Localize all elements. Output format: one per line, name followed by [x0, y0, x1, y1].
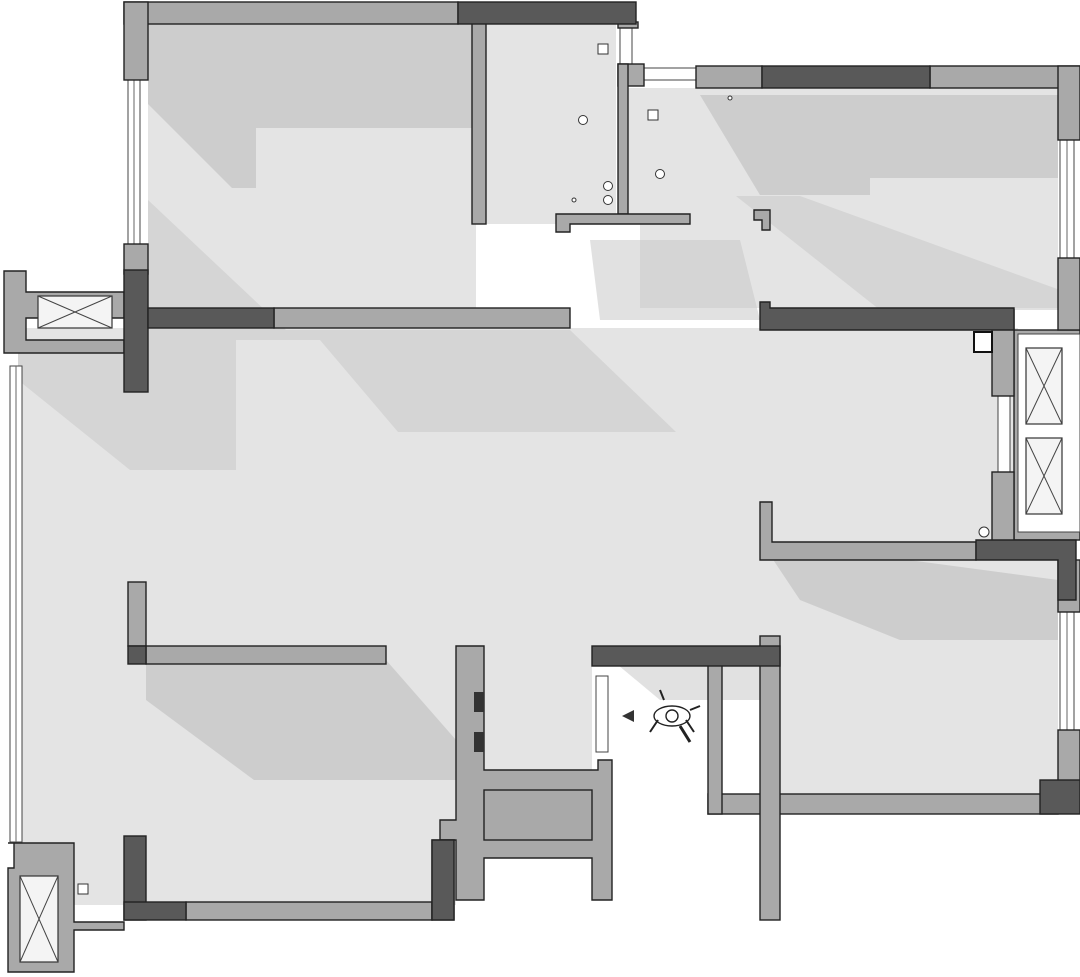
- entry-arrow-icon: [622, 710, 634, 722]
- floor-drain-icon: [77, 883, 89, 895]
- balcony-left-top: [3, 270, 125, 354]
- walls: [123, 1, 1080, 921]
- balcony-bottom-left: [7, 842, 125, 973]
- walking-person-icon: [649, 689, 701, 743]
- fixtures: [474, 43, 990, 752]
- ceiling-light-icon: [655, 169, 665, 179]
- light-shadows: [18, 24, 1060, 780]
- windows: [9, 27, 1075, 843]
- floor-drain-icon: [597, 43, 609, 55]
- balcony-right: [1013, 329, 1080, 541]
- floor-bathroom-top: [486, 24, 616, 224]
- ceiling-light-icon: [578, 115, 588, 125]
- ceiling-light-icon: [727, 95, 733, 101]
- floor-drain-icon: [647, 109, 659, 121]
- walls-dark: [123, 1, 1080, 921]
